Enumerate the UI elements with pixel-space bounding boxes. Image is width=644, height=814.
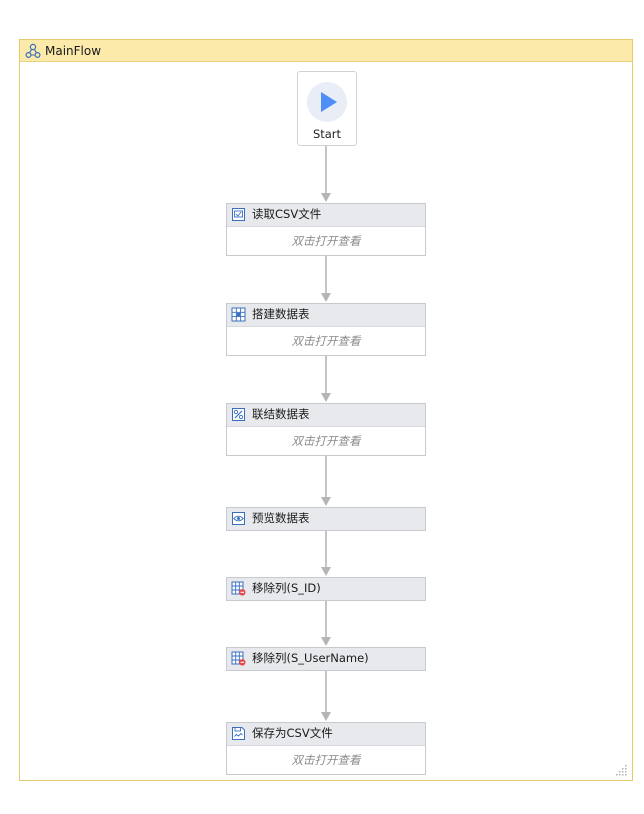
preview-datatable-icon	[232, 512, 245, 525]
activity-header[interactable]: 预览数据表	[227, 508, 425, 530]
start-node[interactable]: Start	[297, 71, 357, 146]
flow-icon	[25, 43, 41, 59]
activity-header[interactable]: 读取CSV文件	[227, 204, 425, 227]
mainflow-header[interactable]: MainFlow	[20, 40, 632, 62]
activity-header[interactable]: 移除列(S_UserName)	[227, 648, 425, 670]
build-datatable-icon	[231, 307, 246, 322]
activity-title: 读取CSV文件	[252, 207, 322, 221]
flow-title: MainFlow	[45, 44, 102, 58]
start-circle	[307, 82, 347, 122]
join-datatable-icon	[232, 408, 245, 421]
activity-preview-datatable[interactable]: 预览数据表	[226, 507, 426, 531]
play-icon	[321, 92, 337, 112]
activity-hint: 双击打开查看	[291, 434, 361, 448]
activity-remove-column-sid[interactable]: 移除列(S_ID)	[226, 577, 426, 601]
activity-title: 预览数据表	[252, 511, 310, 525]
resize-grip-icon[interactable]	[614, 764, 628, 776]
activity-read-csv[interactable]: 读取CSV文件 双击打开查看	[226, 203, 426, 256]
activity-header[interactable]: 保存为CSV文件	[227, 723, 425, 746]
activity-hint: 双击打开查看	[291, 234, 361, 248]
activity-join-datatable[interactable]: 联结数据表 双击打开查看	[226, 403, 426, 456]
activity-remove-column-susername[interactable]: 移除列(S_UserName)	[226, 647, 426, 671]
activity-hint: 双击打开查看	[291, 334, 361, 348]
activity-title: 移除列(S_UserName)	[252, 651, 369, 665]
remove-column-icon	[231, 581, 246, 596]
activity-build-datatable[interactable]: 搭建数据表 双击打开查看	[226, 303, 426, 356]
activity-header[interactable]: 联结数据表	[227, 404, 425, 427]
activity-title: 移除列(S_ID)	[252, 581, 321, 595]
activity-hint: 双击打开查看	[291, 753, 361, 767]
activity-save-csv[interactable]: 保存为CSV文件 双击打开查看	[226, 722, 426, 775]
save-csv-icon	[232, 727, 245, 740]
activity-title: 保存为CSV文件	[252, 726, 333, 740]
activity-title: 搭建数据表	[252, 307, 310, 321]
remove-column-icon	[231, 651, 246, 666]
read-csv-icon	[232, 208, 245, 221]
start-label: Start	[312, 127, 342, 141]
activity-header[interactable]: 移除列(S_ID)	[227, 578, 425, 600]
activity-header[interactable]: 搭建数据表	[227, 304, 425, 327]
activity-title: 联结数据表	[252, 407, 310, 421]
